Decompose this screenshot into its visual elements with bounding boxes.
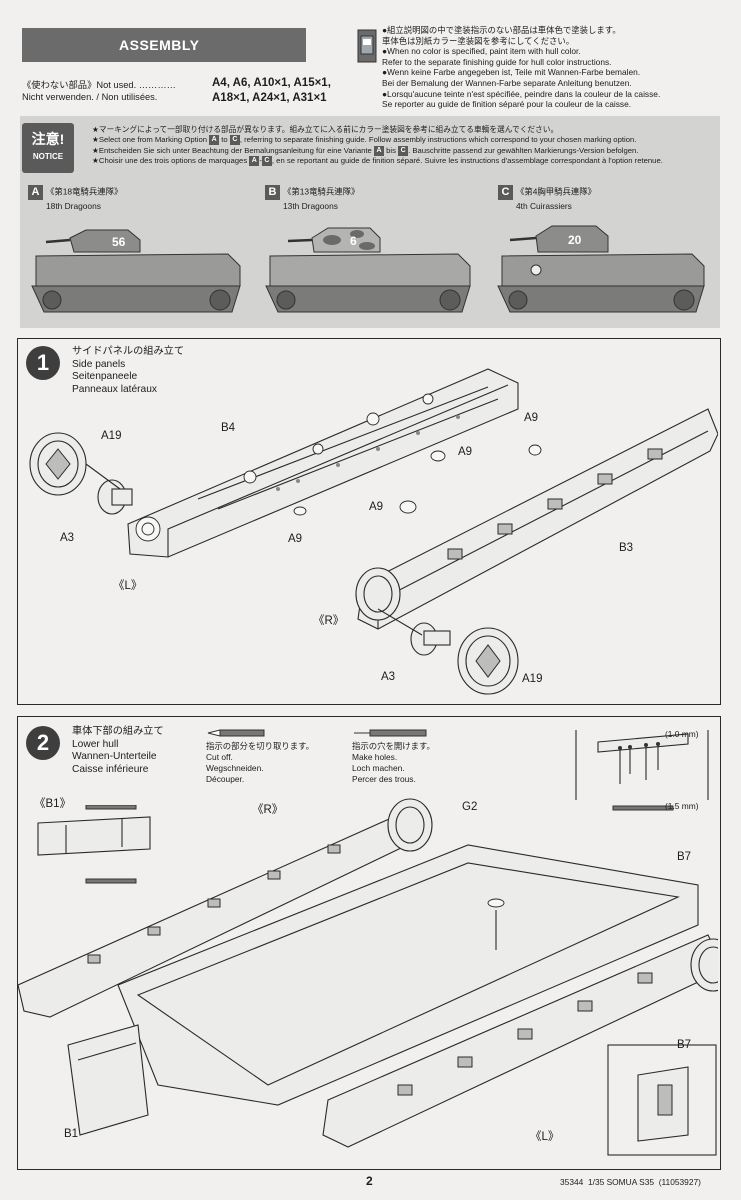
hobby-knife-icon <box>207 729 265 737</box>
drill-size-small: (1.0 mm) <box>665 729 699 739</box>
not-used-parts: A4, A6, A10×1, A15×1, A18×1, A24×1, A31×… <box>212 77 331 104</box>
marking-option-a: A《第18竜騎兵連隊》 18th Dragoons <box>28 185 122 212</box>
part-label: A9 <box>524 412 539 424</box>
turret-number: 56 <box>112 235 126 249</box>
page-number: 2 <box>366 1174 373 1188</box>
step-2-number: 2 <box>26 726 60 760</box>
step-1-panel <box>17 338 721 705</box>
cut-off-instruction: 指示の部分を切り取ります。 Cut off. Wegschneiden. Déc… <box>206 741 315 784</box>
b1-cut-detail <box>37 805 151 884</box>
part-label: B4 <box>221 422 236 434</box>
step-2-title: 車体下部の組み立て Lower hull Wannen-Unterteile C… <box>72 726 164 775</box>
side-left-label: 《L》 <box>113 580 143 592</box>
option-box: A <box>373 145 384 156</box>
hull-color-note: ●組立説明図の中で塗装指示のない部品は車体色で塗装します。 車体色は別紙カラー塗… <box>382 25 722 110</box>
side-left-label: 《L》 <box>530 1131 560 1143</box>
note-line: ●組立説明図の中で塗装指示のない部品は車体色で塗装します。 <box>382 25 621 35</box>
product-footer: 35344 1/35 SOMUA S35 (11053927) <box>560 1177 701 1187</box>
tank-illustration-a: 56 <box>31 229 241 313</box>
turret-number: 6 <box>350 234 357 248</box>
step-1-diagram <box>29 368 718 695</box>
part-label: A3 <box>381 671 396 683</box>
part-label: B3 <box>619 542 634 554</box>
part-label: A3 <box>60 532 75 544</box>
pin-vise-icon <box>354 729 427 737</box>
note-line: Se reporter au guide de finition séparé … <box>382 99 632 110</box>
note-line: ●Lorsqu'aucune teinte n'est spécifiée, p… <box>382 88 661 99</box>
tank-illustration-b: 6 <box>265 227 471 313</box>
option-box: A <box>249 156 260 167</box>
drill-hole-detail <box>575 730 709 811</box>
part-label: B1 <box>64 1128 79 1140</box>
drill-size-large: (1.5 mm) <box>665 801 699 811</box>
marking-option-c: C《第4胸甲騎兵連隊》 4th Cuirassiers <box>498 185 596 212</box>
notice-badge: 注意! NOTICE <box>22 123 74 173</box>
option-box: C <box>398 145 409 156</box>
tank-illustration-c: 20 <box>497 225 705 313</box>
side-right-label: 《R》 <box>252 804 284 816</box>
paint-jar-icon <box>357 29 377 63</box>
note-line: ●Wenn keine Farbe angegeben ist, Teile m… <box>382 67 641 78</box>
note-line: Bei der Bemalung der Wannen-Farbe separa… <box>382 77 632 88</box>
make-holes-instruction: 指示の穴を開けます。 Make holes. Loch machen. Perc… <box>352 741 435 784</box>
step-1-number: 1 <box>26 346 60 380</box>
side-right-label: 《R》 <box>313 615 345 627</box>
part-label: B7 <box>677 851 692 863</box>
note-line: ●When no color is specified, paint item … <box>382 46 581 57</box>
part-b1-detail-label: 《B1》 <box>34 798 72 810</box>
part-label: A9 <box>458 446 473 458</box>
step-2-diagram <box>18 798 718 1156</box>
not-used-label: 《使わない部品》Not used. ………… Nicht verwenden. … <box>22 80 176 102</box>
part-label: G2 <box>462 801 478 813</box>
marking-option-b: B《第13竜騎兵連隊》 13th Dragoons <box>265 185 359 212</box>
turret-number: 20 <box>568 233 582 247</box>
part-label: A19 <box>522 673 543 685</box>
option-box: C <box>229 135 240 146</box>
assembly-title: ASSEMBLY <box>119 37 200 53</box>
part-label: A9 <box>288 533 303 545</box>
part-label: A19 <box>101 430 122 442</box>
assembly-header: ASSEMBLY <box>22 28 306 62</box>
note-line: 車体色は別紙カラー塗装図を参考にしてください。 <box>382 35 575 46</box>
step-2-panel <box>17 716 721 1170</box>
part-label: B7 <box>677 1039 692 1051</box>
step-1-title: サイドパネルの組み立て Side panels Seitenpaneele Pa… <box>72 346 185 395</box>
option-box: A <box>209 135 220 146</box>
part-label: A9 <box>369 501 384 513</box>
option-box: C <box>261 156 272 167</box>
notice-text: ★マーキングによって一部取り付ける部品が異なります。組み立てに入る前にカラー塗装… <box>92 125 663 167</box>
note-line: Refer to the separate finishing guide fo… <box>382 56 612 67</box>
